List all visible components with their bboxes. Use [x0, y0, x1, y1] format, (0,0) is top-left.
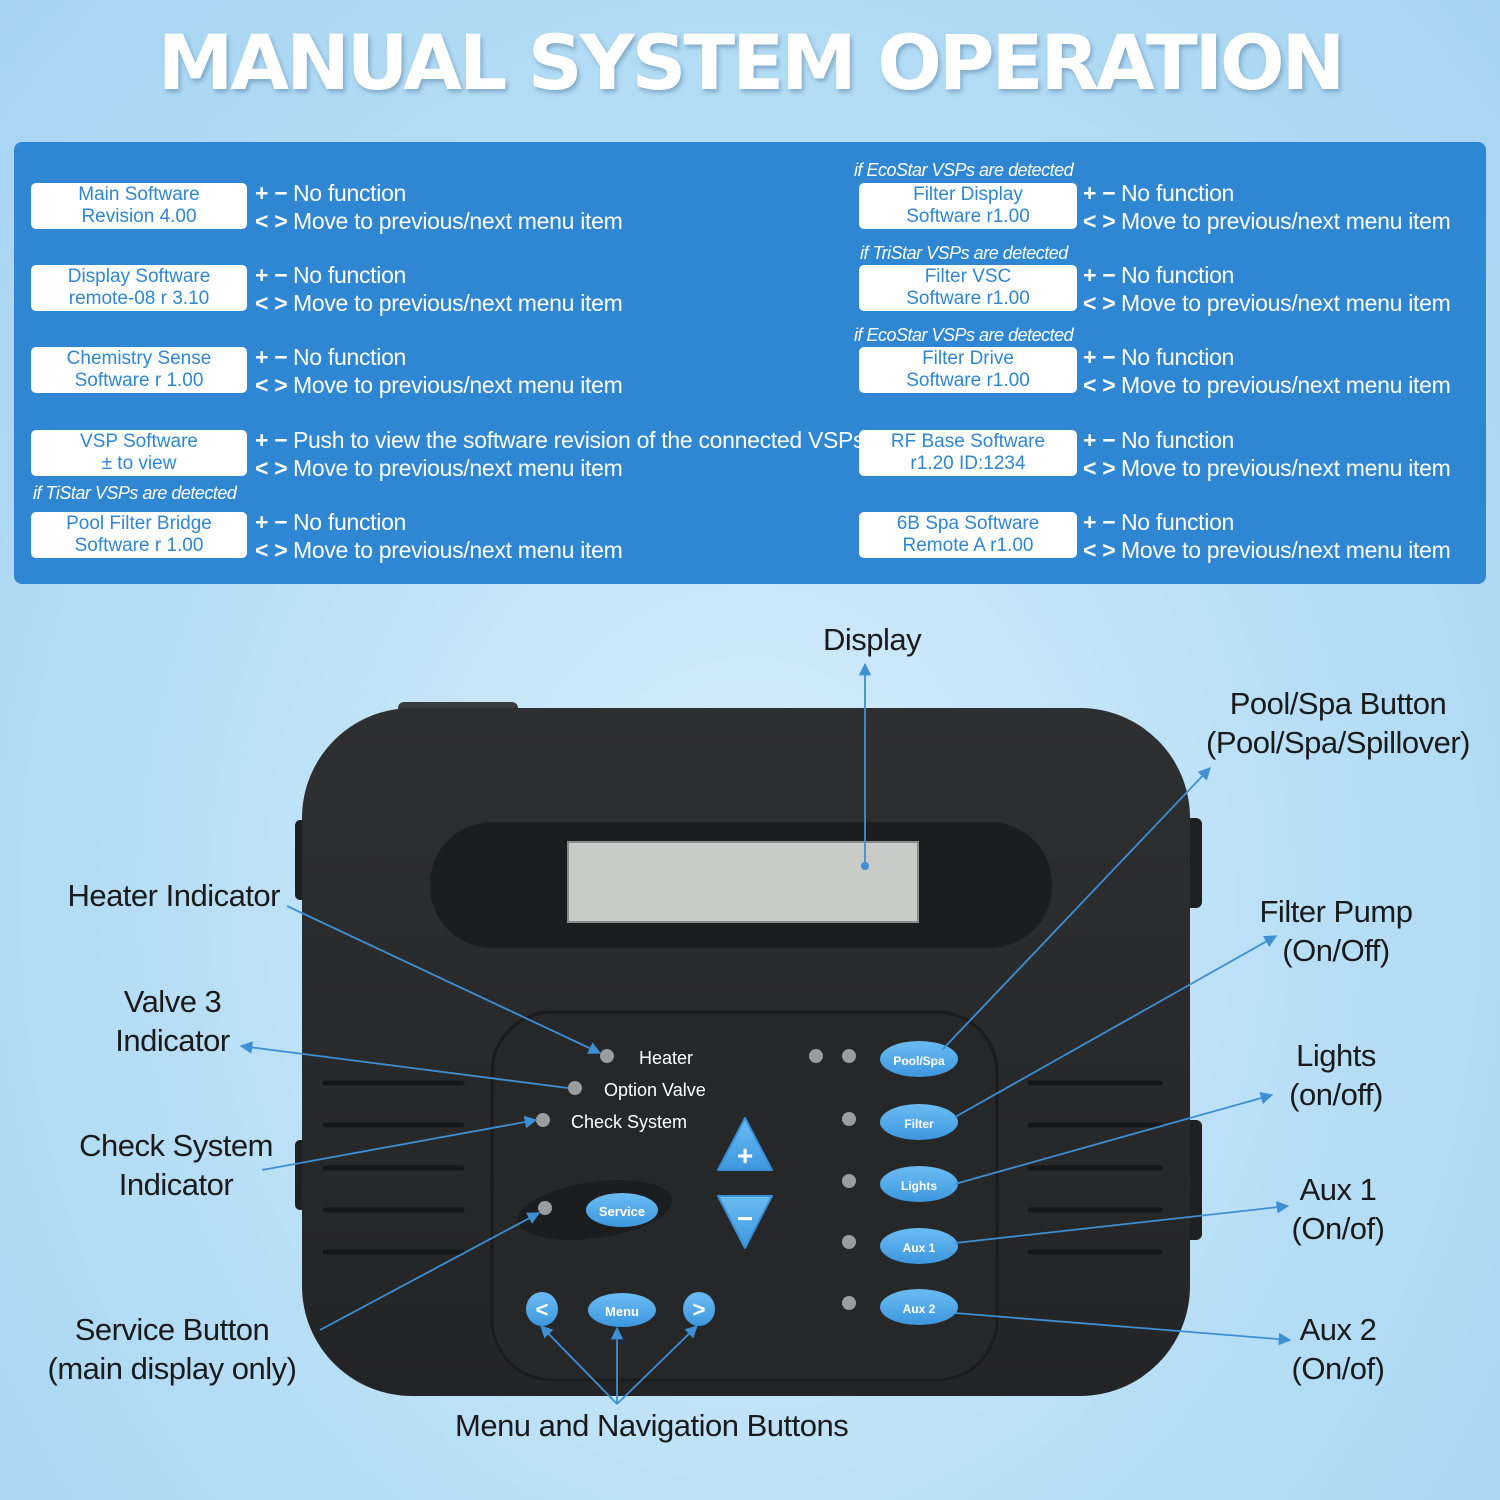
lights-button-label: Lights: [901, 1179, 937, 1193]
pool-spa-button-label: Pool/Spa: [893, 1054, 945, 1068]
plus-button-label: +: [737, 1140, 753, 1171]
nav-callout-arrow: [540, 1325, 618, 1405]
option-valve-led: [568, 1081, 582, 1095]
aux2-callout: Aux 2(On/of): [1291, 1312, 1385, 1386]
heater-indicator-callout: Heater Indicator: [67, 878, 280, 913]
prev-button-label: <: [536, 1297, 549, 1322]
heater-callout-arrow: [286, 905, 602, 1054]
detection-note: if EcoStar VSPs are detected: [854, 325, 1074, 345]
menu-button-label: Menu: [605, 1304, 639, 1319]
filter-button[interactable]: Filter: [880, 1104, 958, 1140]
filter-callout-arrow: [954, 935, 1278, 1118]
heater-led: [600, 1049, 614, 1063]
service-button-callout: Service Button(main display only): [47, 1312, 297, 1386]
aux2-button-label: Aux 2: [903, 1302, 936, 1316]
service-button-label: Service: [599, 1204, 645, 1219]
pool-spa-button[interactable]: Pool/Spa: [880, 1041, 958, 1077]
service-callout-arrow: [319, 1212, 541, 1331]
check-system-callout-arrow: [261, 1115, 538, 1171]
filter-button-label: Filter: [904, 1117, 934, 1131]
aux2-callout-arrow: [954, 1312, 1292, 1346]
lcd-display: [567, 841, 919, 923]
option-valve-indicator-label: Option Valve: [604, 1080, 706, 1100]
lights-callout: Lights(on/off): [1289, 1038, 1383, 1112]
menu-nav-callout: Menu and Navigation Buttons: [455, 1408, 849, 1443]
page-title: MANUAL SYSTEM OPERATION: [157, 18, 1345, 107]
lights-button[interactable]: Lights: [880, 1166, 958, 1202]
prev-button[interactable]: <: [526, 1292, 558, 1326]
plus-button[interactable]: +: [717, 1117, 773, 1171]
aux1-callout: Aux 1(On/of): [1291, 1172, 1385, 1246]
aux1-callout-arrow: [954, 1200, 1290, 1244]
menu-item-box: VSP Software± to view: [31, 430, 247, 476]
pool-led: [809, 1049, 823, 1063]
lights-led: [842, 1174, 856, 1188]
minus-button[interactable]: −: [717, 1195, 773, 1249]
detection-note: if TriStar VSPs are detected: [860, 243, 1068, 263]
aux1-led: [842, 1235, 856, 1249]
check-system-led: [536, 1113, 550, 1127]
spa-led: [842, 1049, 856, 1063]
detection-note: if TiStar VSPs are detected: [33, 483, 237, 503]
lights-callout-arrow: [954, 1091, 1274, 1185]
filter-led: [842, 1112, 856, 1126]
nav-callout-arrow: [616, 1325, 698, 1405]
service-led: [538, 1201, 552, 1215]
next-button[interactable]: >: [683, 1292, 715, 1326]
detection-note: if EcoStar VSPs are detected: [854, 160, 1074, 180]
minus-button-label: −: [737, 1203, 753, 1234]
valve3-callout-arrow: [239, 1041, 569, 1089]
display-callout: Display: [823, 622, 922, 657]
check-system-indicator-label: Check System: [571, 1112, 687, 1132]
service-button[interactable]: Service: [586, 1193, 658, 1227]
menu-button[interactable]: Menu: [588, 1293, 656, 1327]
pool-spa-callout: Pool/Spa Button(Pool/Spa/Spillover): [1206, 686, 1470, 760]
heater-indicator-label: Heater: [639, 1048, 693, 1068]
aux2-led: [842, 1296, 856, 1310]
aux2-button[interactable]: Aux 2: [880, 1289, 958, 1325]
aux1-button-label: Aux 1: [903, 1241, 936, 1255]
filter-pump-callout: Filter Pump(On/Off): [1259, 894, 1413, 968]
next-button-label: >: [693, 1297, 706, 1322]
aux1-button[interactable]: Aux 1: [880, 1228, 958, 1264]
pool-spa-callout-arrow: [941, 767, 1211, 1051]
